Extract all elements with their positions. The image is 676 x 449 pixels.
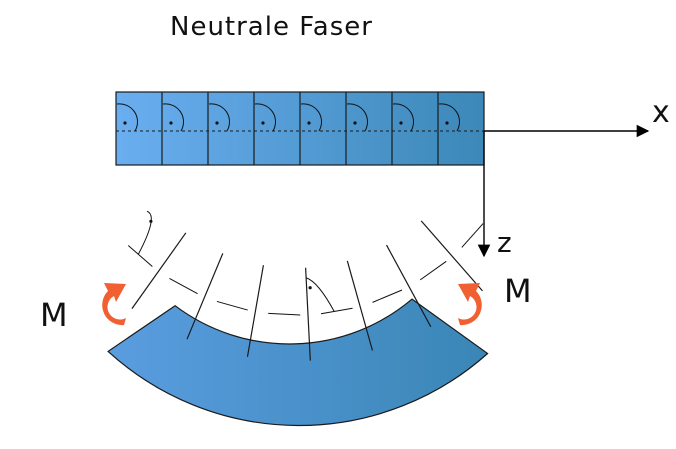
right-angle-dot xyxy=(169,121,173,125)
bent-angle-tick xyxy=(461,223,484,248)
z-axis-label: z xyxy=(497,226,512,259)
right-angle-arc xyxy=(300,103,323,132)
bent-angle-tick xyxy=(419,260,447,281)
bent-right-angle-arc xyxy=(137,210,152,255)
bent-right-angle-dot xyxy=(308,286,312,290)
right-angle-dot xyxy=(261,121,265,125)
right-angle-dot xyxy=(353,121,357,125)
bent-segment-divider xyxy=(186,253,224,340)
bent-segment-divider xyxy=(246,265,265,357)
right-angle-dot xyxy=(215,121,219,125)
bent-angle-tick xyxy=(372,289,403,303)
right-angle-arc xyxy=(208,103,231,132)
bent-beam-body xyxy=(107,298,489,427)
diagram-title: Neutrale Faser xyxy=(170,12,373,42)
right-angle-dot xyxy=(307,121,311,125)
moment-arrow-right: M xyxy=(458,272,532,326)
right-angle-marks xyxy=(116,103,461,132)
straight-beam xyxy=(115,91,485,166)
coordinate-axes: x z xyxy=(477,95,670,259)
bent-segment-divider xyxy=(346,260,374,351)
bent-angle-tick xyxy=(169,277,198,295)
x-axis-label: x xyxy=(652,95,670,130)
moment-label-left: M xyxy=(40,296,68,334)
right-angle-dot xyxy=(123,121,127,125)
right-angle-arc xyxy=(254,103,277,132)
bent-angle-tick xyxy=(320,307,353,315)
right-angle-dot xyxy=(445,121,449,125)
right-angle-arc xyxy=(116,103,139,132)
moment-arrow-left: M xyxy=(40,283,126,334)
straight-beam-dividers xyxy=(161,92,439,165)
bent-segment-divider xyxy=(305,267,311,361)
moment-arrow-left-icon xyxy=(102,283,126,326)
bent-segment-divider xyxy=(385,244,432,328)
right-angle-arc xyxy=(392,103,415,132)
bent-beam-angle-marks xyxy=(127,210,484,316)
right-angle-dot xyxy=(399,121,403,125)
right-angle-arc xyxy=(438,103,461,132)
bent-angle-tick xyxy=(216,300,248,311)
bent-right-angle-dot xyxy=(149,219,153,223)
moment-label-right: M xyxy=(504,272,532,310)
bent-right-angle-arc xyxy=(305,277,335,312)
bent-segment-divider xyxy=(131,232,187,309)
bent-beam xyxy=(107,210,489,427)
moment-arrow-right-icon xyxy=(458,283,482,326)
bent-angle-tick xyxy=(268,312,301,316)
right-angle-arc xyxy=(162,103,185,132)
bent-beam-dividers xyxy=(131,220,483,361)
bent-angle-tick xyxy=(127,245,153,267)
bent-segment-divider xyxy=(420,220,483,292)
right-angle-arc xyxy=(346,103,369,132)
